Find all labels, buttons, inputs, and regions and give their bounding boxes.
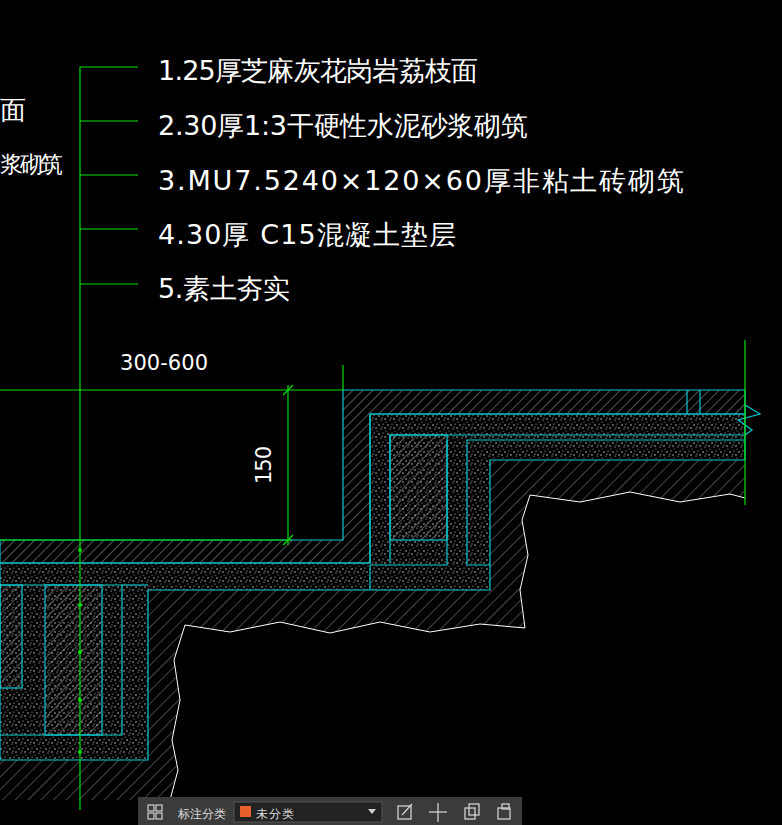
- layer-note: 2.30厚1:3干硬性水泥砂浆砌筑: [158, 112, 528, 139]
- layer-lines: [0, 390, 760, 735]
- toolbar-value: 未分类: [256, 808, 295, 820]
- leader-lines: [0, 67, 745, 810]
- toolbar-label: 标注分类: [178, 808, 226, 820]
- mortar-concrete: [0, 414, 745, 760]
- layer-note: 5.素土夯实: [158, 275, 290, 302]
- toolbar: [138, 797, 522, 825]
- dimension-text: 300-600: [120, 353, 208, 374]
- leader-dots: [78, 548, 82, 754]
- granite-layer: [0, 390, 745, 563]
- layer-note: 1.25厚芝麻灰花岗岩荔枝面: [158, 57, 477, 84]
- layer-note: 3.MU7.5240×120×60厚非粘土砖砌筑: [158, 167, 686, 194]
- brick-left: [0, 585, 22, 688]
- dimension-text: 150: [253, 447, 274, 484]
- brick-lower: [45, 585, 102, 735]
- partial-note: 浆砌筑: [0, 153, 61, 176]
- partial-note: 面: [0, 97, 26, 123]
- layer-note: 4.30厚 C15混凝土垫层: [158, 221, 457, 248]
- brick-upper: [390, 435, 447, 540]
